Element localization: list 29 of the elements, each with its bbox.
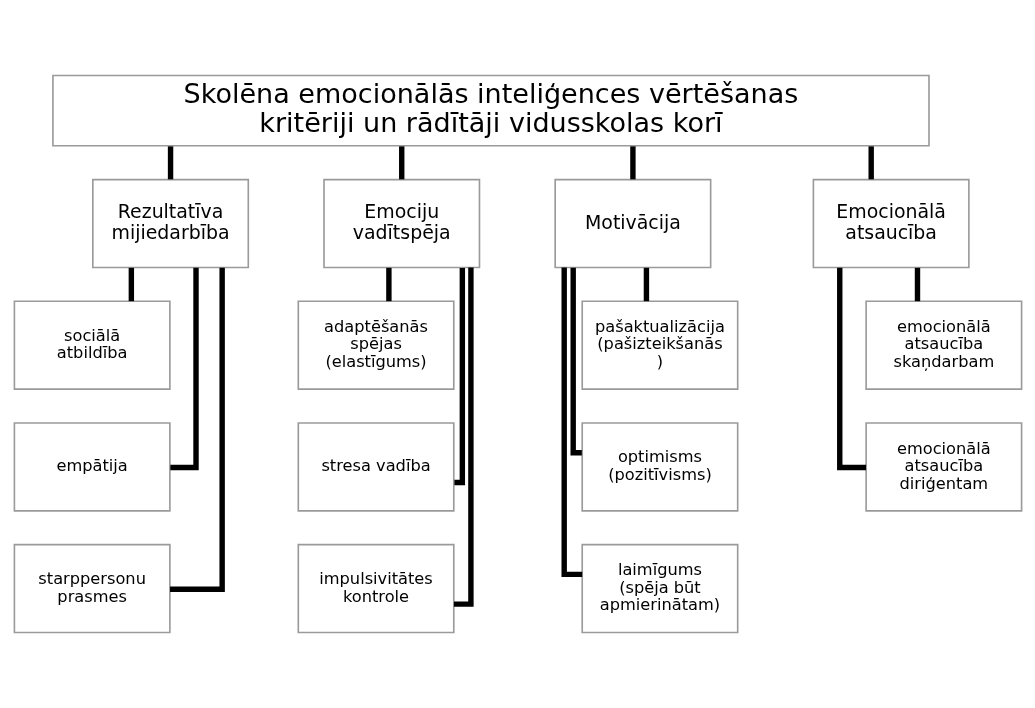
node-box: pašaktualizācija (pašizteikšanās ) xyxy=(580,300,738,390)
connector xyxy=(453,267,474,607)
node-box: stresa vadība xyxy=(297,422,455,512)
connector xyxy=(398,146,404,180)
connector xyxy=(643,267,649,302)
connector xyxy=(385,267,392,302)
connector xyxy=(570,267,582,456)
connector xyxy=(128,267,134,302)
connector xyxy=(868,146,874,180)
node-box: empātija xyxy=(13,422,171,512)
node-box: Skolēna emocionālās inteliģences vērtēšanas kritēriji un rādītāji vidusskolas korī xyxy=(51,74,930,147)
node-box: laimīgums (spēja būt apmierinātam) xyxy=(580,543,738,634)
node-box: emocionālā atsaucība diriģentam xyxy=(864,422,1022,512)
node-box: sociālā atbildība xyxy=(13,300,171,390)
connector xyxy=(167,146,173,180)
node-box: optimisms (pozitīvisms) xyxy=(580,422,738,512)
node-box: emocionālā atsaucība skaņdarbam xyxy=(864,300,1022,390)
node-box: Rezultatīva mijiedarbība xyxy=(91,178,249,269)
connector xyxy=(561,267,582,578)
node-box: adaptēšanās spējas (elastīgums) xyxy=(297,300,455,390)
node-box: starppersonu prasmes xyxy=(13,543,171,634)
node-box: Emociju vadītspēja xyxy=(322,178,480,269)
node-box: Motivācija xyxy=(553,178,711,269)
connector xyxy=(914,267,920,302)
connector xyxy=(453,268,465,486)
node-box: impulsivitātes kontrole xyxy=(297,543,455,634)
connector xyxy=(629,146,636,180)
connector xyxy=(169,267,225,592)
node-box: Emocionālā atsaucība xyxy=(812,178,970,269)
